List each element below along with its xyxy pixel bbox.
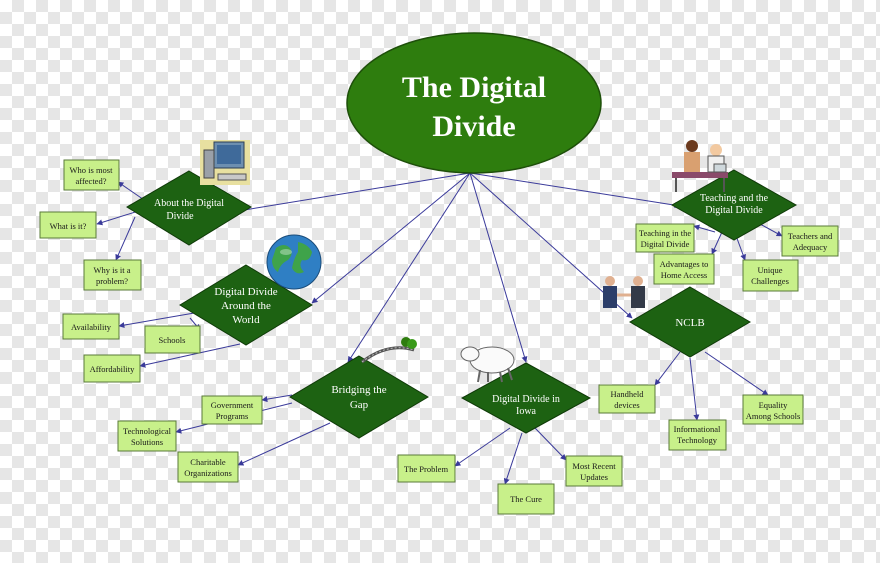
hub-about-line-2: Divide <box>166 211 194 222</box>
leaf-adequacy-line-1: Teachers and <box>788 231 833 241</box>
connector-teaching-in <box>693 224 716 233</box>
leaf-availability[interactable]: Availability <box>62 313 120 340</box>
leaf-adequacy[interactable]: Teachers and Adequacy <box>781 225 839 257</box>
bridge-icon <box>361 337 417 364</box>
leaf-why-line-1: Why is it a <box>93 265 130 275</box>
leaf-schools-line-1: Schools <box>159 335 186 345</box>
leaf-teaching-in-line-1: Teaching in the <box>639 228 692 238</box>
title-node[interactable]: The Digital Divide <box>346 32 602 174</box>
hub-bridging-line-1: Bridging the <box>331 384 386 396</box>
connector-bridging-government <box>261 394 293 403</box>
leaf-who-line-1: Who is most <box>70 165 114 175</box>
leaf-why[interactable]: Why is it a problem? <box>83 259 142 291</box>
leaf-challenges-line-2: Challenges <box>751 276 789 286</box>
leaf-advantages-line-2: Home Access <box>661 270 708 280</box>
connector-world-availability <box>118 311 201 329</box>
leaf-teaching-in-line-2: Digital Divide <box>641 239 690 249</box>
leaf-challenges-line-1: Unique <box>757 265 782 275</box>
title-line-1: The Digital <box>402 71 546 104</box>
connector-nclb-informational <box>689 357 700 421</box>
title-line-2: Divide <box>432 110 515 143</box>
hub-iowa[interactable]: Digital Divide in Iowa <box>460 362 592 434</box>
hub-teaching[interactable]: Teaching and the Digital Divide <box>670 169 798 241</box>
leaf-charitable[interactable]: Charitable Organizations <box>177 451 239 483</box>
leaf-availability-line-1: Availability <box>71 322 112 332</box>
sheep-icon <box>460 346 515 383</box>
connector-bridging-charitable <box>237 422 331 466</box>
leaf-problem-line-1: The Problem <box>404 464 449 474</box>
leaf-handheld-line-2: devices <box>614 400 640 410</box>
hub-iowa-line-2: Iowa <box>516 406 537 417</box>
leaf-informational[interactable]: Informational Technology <box>668 419 727 451</box>
hub-world-line-2: Around the <box>221 300 271 312</box>
hub-about[interactable]: About the Digital Divide <box>126 170 252 246</box>
leaf-affordability[interactable]: Affordability <box>83 354 141 383</box>
leaf-advantages[interactable]: Advantages to Home Access <box>653 253 715 285</box>
hub-about-line-1: About the Digital <box>154 198 224 209</box>
leaf-why-line-2: problem? <box>96 276 128 286</box>
leaf-updates[interactable]: Most Recent Updates <box>565 455 623 487</box>
connector-teaching-advantages <box>711 231 723 255</box>
connector-title-about <box>231 172 471 215</box>
connector-iowa-problem <box>454 427 511 467</box>
leaf-what-line-1: What is it? <box>50 221 87 231</box>
hub-nclb-line-1: NCLB <box>675 317 704 329</box>
leaf-updates-line-1: Most Recent <box>572 461 616 471</box>
connector-iowa-updates <box>534 427 567 461</box>
hub-nclb[interactable]: NCLB <box>629 286 751 358</box>
leaf-who[interactable]: Who is most affected? <box>63 159 120 191</box>
connector-teaching-adequacy <box>759 223 783 237</box>
leaf-teaching-in[interactable]: Teaching in the Digital Divide <box>635 223 695 253</box>
leaf-government-line-2: Programs <box>216 411 249 421</box>
hub-iowa-line-1: Digital Divide in <box>492 394 560 405</box>
leaf-charitable-line-2: Organizations <box>184 468 232 478</box>
hub-bridging-line-2: Gap <box>350 399 369 411</box>
leaf-equality-line-1: Equality <box>759 400 789 410</box>
connector-iowa-cure <box>503 432 523 485</box>
leaf-technological-line-2: Solutions <box>131 437 163 447</box>
hub-world-line-1: Digital Divide <box>214 286 277 298</box>
hub-bridging[interactable]: Bridging the Gap <box>289 355 429 439</box>
leaf-cure[interactable]: The Cure <box>497 483 555 515</box>
teacher-student-icon <box>672 140 728 192</box>
leaf-advantages-line-1: Advantages to <box>660 259 709 269</box>
handshake-icon <box>603 276 645 308</box>
leaf-adequacy-line-2: Adequacy <box>793 242 828 252</box>
leaf-equality[interactable]: Equality Among Schools <box>742 394 804 425</box>
leaf-government[interactable]: Government Programs <box>201 395 263 425</box>
leaf-government-line-1: Government <box>211 400 254 410</box>
leaf-technological[interactable]: Technological Solutions <box>117 420 177 452</box>
connector-title-bridging <box>347 172 471 363</box>
leaf-handheld-line-1: Handheld <box>610 389 644 399</box>
leaf-charitable-line-1: Charitable <box>190 457 226 467</box>
leaf-schools[interactable]: Schools <box>144 325 201 354</box>
leaf-handheld[interactable]: Handheld devices <box>598 384 656 414</box>
leaf-updates-line-2: Updates <box>580 472 608 482</box>
connector-title-world <box>311 172 471 304</box>
leaf-cure-line-1: The Cure <box>510 494 542 504</box>
leaf-challenges[interactable]: Unique Challenges <box>742 259 799 292</box>
leaf-affordability-line-1: Affordability <box>90 364 135 374</box>
hub-world-line-3: World <box>232 314 260 326</box>
leaf-informational-line-1: Informational <box>674 424 721 434</box>
globe-icon <box>266 234 322 290</box>
connector-title-teaching <box>469 172 681 209</box>
connector-nclb-equality <box>704 351 769 396</box>
computer-icon <box>200 140 250 185</box>
leaf-what[interactable]: What is it? <box>39 211 97 239</box>
leaf-problem[interactable]: The Problem <box>397 454 456 483</box>
hub-teaching-line-1: Teaching and the <box>700 193 769 204</box>
leaf-technological-line-1: Technological <box>123 426 172 436</box>
connector-nclb-handheld <box>654 351 681 386</box>
hub-teaching-line-2: Digital Divide <box>705 205 763 216</box>
connector-title-iowa <box>469 172 528 363</box>
leaf-informational-line-2: Technology <box>677 435 718 445</box>
connector-world-affordability <box>139 343 241 368</box>
leaf-equality-line-2: Among Schools <box>746 411 801 421</box>
connector-about-why <box>115 216 136 261</box>
leaf-who-line-2: affected? <box>76 176 107 186</box>
